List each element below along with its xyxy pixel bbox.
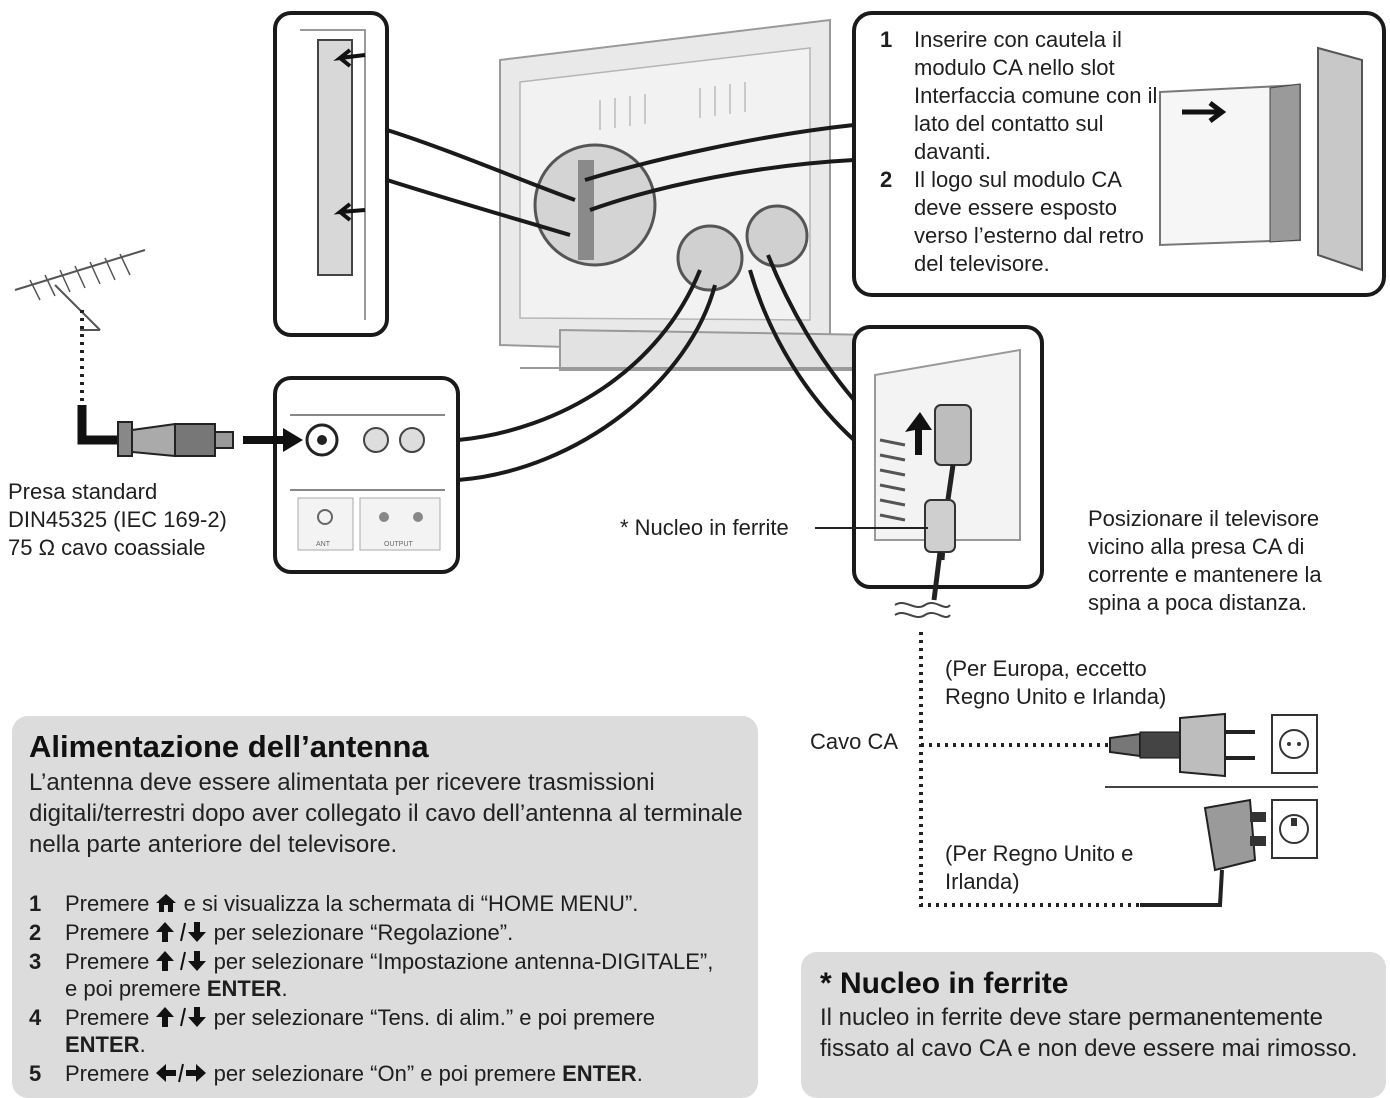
up-down-arrows-icon — [156, 922, 207, 942]
antenna-socket-line3: 75 Ω cavo coassiale — [8, 535, 206, 560]
ferrite-core-title: * Nucleo in ferrite — [820, 967, 1069, 1000]
tv-position-note: Posizionare il televisore vicino alla pr… — [1088, 506, 1322, 615]
ca-module-detail — [852, 11, 1386, 297]
ferrite-core-text: Il nucleo in ferrite deve stare permanen… — [820, 1004, 1358, 1062]
ac-cable-label: Cavo CA — [810, 729, 899, 754]
uk-plug-illustration — [1140, 798, 1318, 907]
left-right-arrows-icon — [156, 1063, 207, 1083]
ca-step1-text: Inserire con cautela il modulo CA nello … — [914, 27, 1158, 164]
antenna-step-3: 3 Premere per selezionare “Impostazione … — [29, 949, 714, 1001]
ca-step2-text: Il logo sul modulo CA deve essere espost… — [914, 167, 1144, 276]
power-socket-detail — [852, 325, 1044, 601]
panel-output-label: OUTPUT — [384, 541, 413, 548]
slot-detail-illustration — [273, 11, 389, 337]
antenna-power-steps: 1 Premere e si visualizza la schermata d… — [29, 890, 729, 1089]
up-down-arrows-icon — [156, 951, 207, 971]
plug-uk-label: (Per Regno Unito e Irlanda) — [945, 841, 1134, 894]
antenna-socket-line2: DIN45325 (IEC 169-2) — [8, 507, 227, 532]
ca-step2-number: 2 — [880, 167, 893, 192]
antenna-socket-label: Presa standard DIN45325 (IEC 169-2) 75 Ω… — [8, 478, 273, 562]
tv-back-illustration — [499, 18, 901, 371]
antenna-step-1: 1 Premere e si visualizza la schermata d… — [29, 891, 639, 916]
ca-module-steps: 1 Inserire con cautela il modulo CA nell… — [880, 26, 1170, 278]
antenna-step-4: 4 Premere per selezionare “Tens. di alim… — [29, 1005, 656, 1057]
antenna-socket-line1: Presa standard — [8, 479, 158, 504]
antenna-step-2: 2 Premere per selezionare “Regolazione”. — [29, 920, 514, 945]
ac-cable-route — [919, 632, 1140, 907]
ferrite-core-panel: * Nucleo in ferrite Il nucleo in ferrite… — [801, 952, 1386, 1098]
antenna-power-panel: Alimentazione dell’antenna L’antenna dev… — [12, 716, 758, 1098]
antenna-power-intro: L’antenna deve essere alimentata per ric… — [29, 769, 743, 858]
home-icon — [156, 894, 177, 912]
up-down-arrows-icon — [156, 1007, 207, 1027]
antenna-step-5: 5 Premere per selezionare “On” e poi pre… — [29, 1061, 643, 1086]
callout-lines — [386, 123, 856, 482]
ferrite-core-label: * Nucleo in ferrite — [620, 515, 789, 540]
antenna-power-title: Alimentazione dell’antenna — [29, 729, 429, 764]
panel-ant-label: ANT — [316, 541, 330, 548]
plug-eu-label: (Per Europa, eccetto Regno Unito e Irlan… — [945, 656, 1167, 709]
antenna-illustration — [14, 249, 234, 458]
eu-plug-illustration — [1109, 712, 1318, 778]
ca-step1-number: 1 — [880, 27, 893, 52]
antenna-panel-detail — [273, 376, 460, 574]
